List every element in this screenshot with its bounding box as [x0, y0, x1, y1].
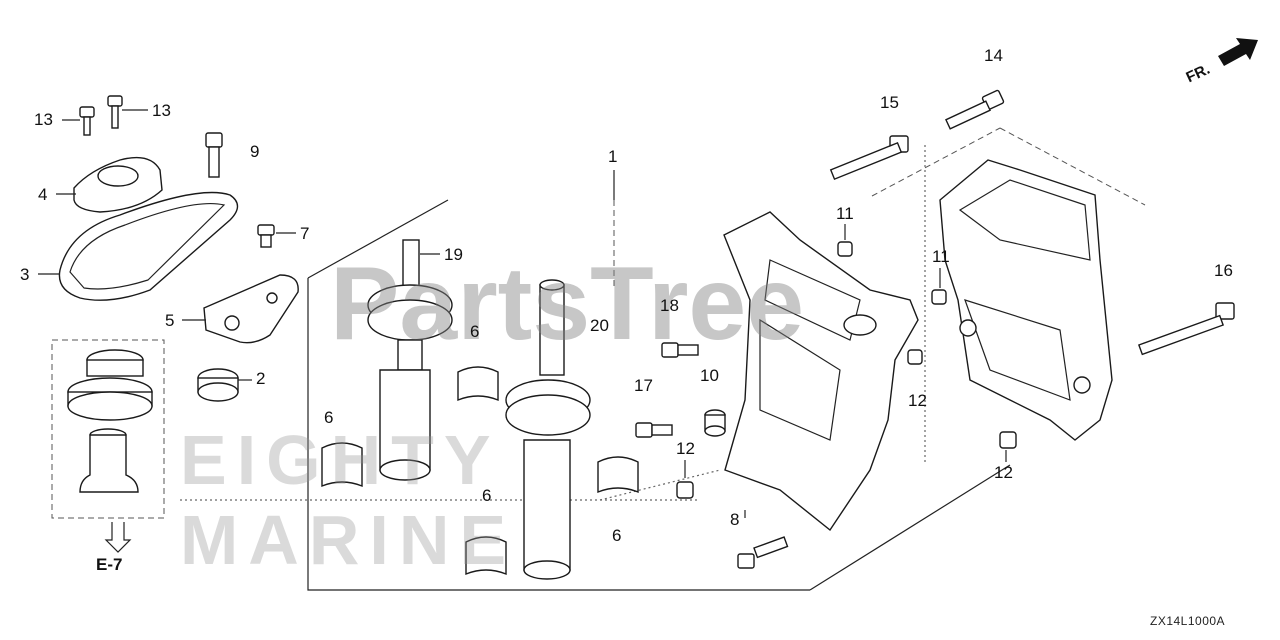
callout-6d: 6: [612, 526, 622, 545]
cylinder-head-icon: [939, 159, 1113, 441]
callout-6b: 6: [324, 408, 334, 427]
bolt-14-icon: [945, 89, 1005, 130]
callout-11a: 11: [836, 204, 854, 223]
callout-3: 3: [20, 265, 30, 284]
watermark-sub-1: EIGHTY: [180, 421, 501, 499]
callout-2: 2: [256, 369, 266, 388]
callout-13a: 13: [34, 110, 53, 129]
pin-12-icon: [676, 349, 1017, 499]
callout-6a: 6: [470, 322, 480, 341]
callout-6c: 6: [482, 486, 492, 505]
callout-19: 19: [444, 245, 463, 264]
callout-7: 7: [300, 224, 310, 243]
bolt-15-icon: [829, 135, 909, 181]
callout-18: 18: [660, 296, 679, 315]
callout-16: 16: [1214, 261, 1233, 280]
callout-1: 1: [608, 147, 618, 166]
watermark-sub-2: MARINE: [180, 501, 517, 579]
part-code: ZX14L1000A: [1150, 614, 1226, 628]
timing-chain-3-icon: [38, 191, 239, 301]
dowel-10-icon: [704, 409, 726, 437]
callout-11b: 11: [932, 247, 950, 266]
bolt-18-icon: [661, 342, 699, 358]
callout-15: 15: [880, 93, 899, 112]
callout-8: 8: [730, 510, 740, 529]
projection-lines: [180, 145, 926, 501]
sprocket-2-icon: [197, 368, 252, 402]
watermark-main: PartsTree: [330, 246, 805, 362]
bolt-9-icon: [205, 132, 223, 178]
front-arrow-icon: [1218, 38, 1258, 66]
bolt-13-icon: [62, 95, 148, 136]
callout-14: 14: [984, 46, 1003, 65]
callout-13b: 13: [152, 101, 171, 120]
bolt-7-icon: [257, 224, 296, 248]
shim-6-icon: [321, 366, 639, 576]
camshaft-19-icon: [367, 239, 453, 481]
callout-17: 17: [634, 376, 653, 395]
bolt-17-icon: [635, 422, 673, 438]
tensioner-5-icon: [182, 274, 299, 344]
callout-5: 5: [165, 311, 175, 330]
camshaft-20-icon: [505, 279, 591, 580]
callout-20: 20: [590, 316, 609, 335]
bolt-16-icon: [1137, 302, 1235, 356]
assembly-outline: [307, 127, 1146, 591]
callout-12c: 12: [994, 463, 1013, 482]
callout-9: 9: [250, 142, 260, 161]
callout-12b: 12: [908, 391, 927, 410]
reference-box-e7: [51, 339, 165, 553]
chain-guide-4-icon: [56, 156, 163, 213]
cam-holder-8-icon: [723, 211, 919, 569]
callout-10: 10: [700, 366, 719, 385]
callout-12a: 12: [676, 439, 695, 458]
reference-label: E-7: [96, 555, 123, 574]
pin-11-icon: [837, 224, 947, 305]
callout-4: 4: [38, 185, 48, 204]
